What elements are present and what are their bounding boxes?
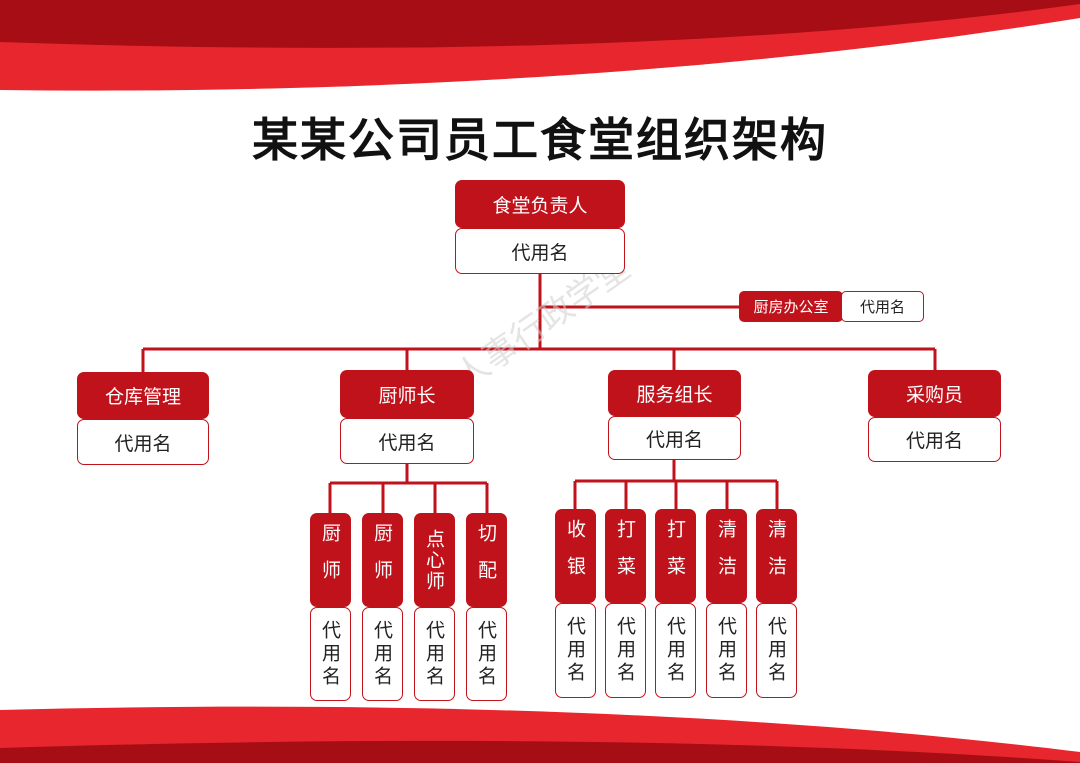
node-server-2: 打菜 代用名	[655, 509, 696, 698]
node-name: 代用名	[340, 418, 474, 464]
connector-lines	[141, 274, 937, 513]
node-prep: 切配 代用名	[466, 513, 507, 701]
page-title: 某某公司员工食堂组织架构	[252, 113, 828, 167]
node-cashier: 收银 代用名	[555, 509, 596, 698]
node-name: 代用名	[655, 603, 696, 698]
node-role: 厨房办公室	[739, 291, 843, 322]
node-cleaner-2: 清洁 代用名	[756, 509, 797, 698]
node-server-1: 打菜 代用名	[605, 509, 646, 698]
node-name: 代用名	[555, 603, 596, 698]
bottom-banner-dark	[0, 740, 1080, 763]
node-name: 代用名	[868, 417, 1001, 462]
node-chef-1: 厨师 代用名	[310, 513, 351, 701]
node-cleaner-1: 清洁 代用名	[706, 509, 747, 698]
node-name: 代用名	[77, 419, 209, 465]
node-warehouse: 仓库管理 代用名	[77, 372, 209, 465]
node-name: 代用名	[362, 607, 403, 701]
node-role: 打菜	[605, 509, 646, 603]
node-name: 代用名	[455, 228, 625, 274]
node-role: 厨师	[362, 513, 403, 607]
node-role: 采购员	[868, 370, 1001, 417]
node-role: 仓库管理	[77, 372, 209, 419]
node-role: 打菜	[655, 509, 696, 603]
node-name: 代用名	[756, 603, 797, 698]
node-head-chef: 厨师长 代用名	[340, 370, 474, 464]
node-role: 服务组长	[608, 370, 741, 416]
node-name: 代用名	[605, 603, 646, 698]
node-role: 厨师长	[340, 370, 474, 418]
node-chef-2: 厨师 代用名	[362, 513, 403, 701]
node-name: 代用名	[608, 416, 741, 460]
node-pastry-chef: 点心师 代用名	[414, 513, 455, 701]
node-name: 代用名	[414, 607, 455, 701]
node-role: 点心师	[414, 513, 455, 607]
node-role: 切配	[466, 513, 507, 607]
node-name: 代用名	[310, 607, 351, 701]
node-name: 代用名	[706, 603, 747, 698]
node-role: 清洁	[756, 509, 797, 603]
top-banner-dark	[0, 0, 1080, 48]
node-name: 代用名	[841, 291, 924, 322]
node-office: 厨房办公室 代用名	[739, 291, 924, 322]
node-role: 食堂负责人	[455, 180, 625, 228]
node-root: 食堂负责人 代用名	[455, 180, 625, 274]
node-role: 清洁	[706, 509, 747, 603]
node-purchaser: 采购员 代用名	[868, 370, 1001, 462]
node-role: 收银	[555, 509, 596, 603]
node-role: 厨师	[310, 513, 351, 607]
node-service-lead: 服务组长 代用名	[608, 370, 741, 460]
node-name: 代用名	[466, 607, 507, 701]
